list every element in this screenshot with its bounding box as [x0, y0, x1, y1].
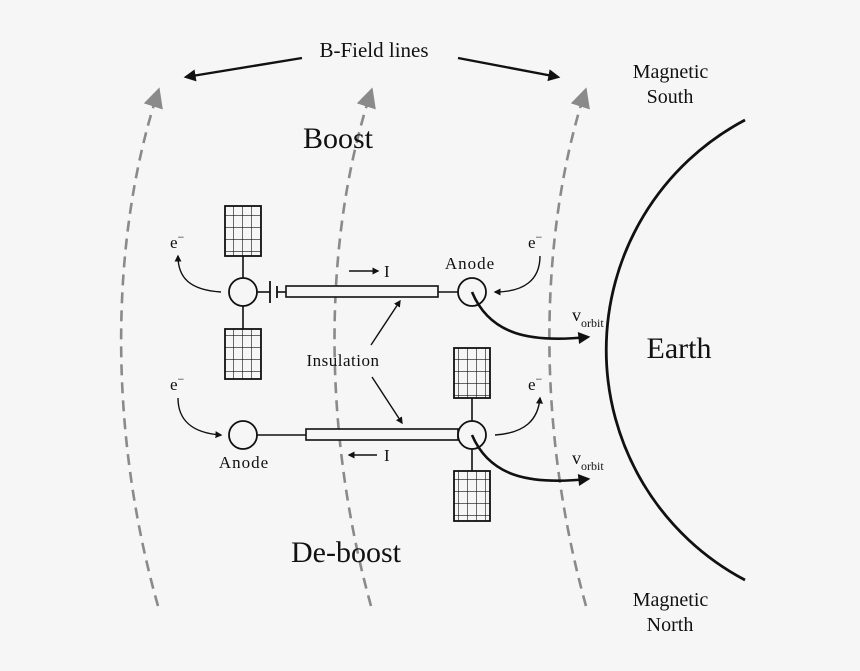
b-field-lines-label: B-Field lines — [319, 38, 428, 62]
deboost-title: De-boost — [291, 536, 402, 569]
boost-anode-label: Anode — [445, 254, 495, 273]
boost-electron-right: e− — [528, 230, 543, 252]
earth-label: Earth — [647, 332, 712, 365]
deboost-solar-panel-bottom — [453, 470, 491, 522]
b-field-arrow-left — [183, 56, 303, 82]
deboost-electron-right: e− — [528, 372, 543, 394]
deboost-solar-panel-top — [453, 347, 491, 399]
boost-solar-panel-top — [224, 205, 262, 257]
boost-solar-panel-bottom — [224, 328, 262, 380]
deboost-electron-emission-arrow — [494, 396, 543, 436]
boost-current-label: I — [384, 262, 390, 281]
boost-velocity-label: vorbit — [572, 305, 604, 330]
deboost-electron-collection-arrow — [177, 397, 223, 439]
field-line-right — [548, 87, 590, 607]
deboost-anode-label: Anode — [219, 453, 269, 472]
deboost-velocity-label: vorbit — [572, 448, 604, 473]
earth-outline — [604, 118, 746, 582]
insulation-label: Insulation — [307, 351, 380, 370]
deboost-electron-left: e− — [170, 372, 185, 394]
deboost-tether-insulation — [305, 428, 459, 441]
deboost-tether-system — [228, 347, 491, 522]
boost-cathode-body — [228, 277, 258, 307]
insulation-pointer-up — [370, 299, 401, 346]
boost-electron-collection-arrow — [493, 255, 541, 296]
boost-electron-left: e− — [170, 230, 185, 252]
insulation-pointer-down — [371, 376, 403, 425]
field-line-middle — [333, 87, 376, 607]
deboost-orbit-velocity-arrow — [470, 434, 591, 486]
deboost-anode — [228, 420, 258, 450]
magnetic-south-label: Magnetic South — [633, 61, 714, 108]
boost-electron-emission-arrow — [174, 254, 222, 293]
boost-tether-system — [224, 205, 487, 380]
boost-title: Boost — [303, 122, 374, 155]
deboost-current-label: I — [384, 446, 390, 465]
magnetic-north-label: Magnetic North — [633, 589, 714, 636]
b-field-arrow-right — [457, 56, 561, 82]
boost-tether-insulation — [285, 285, 439, 298]
field-line-left — [119, 87, 163, 607]
boost-orbit-velocity-arrow — [470, 291, 591, 344]
